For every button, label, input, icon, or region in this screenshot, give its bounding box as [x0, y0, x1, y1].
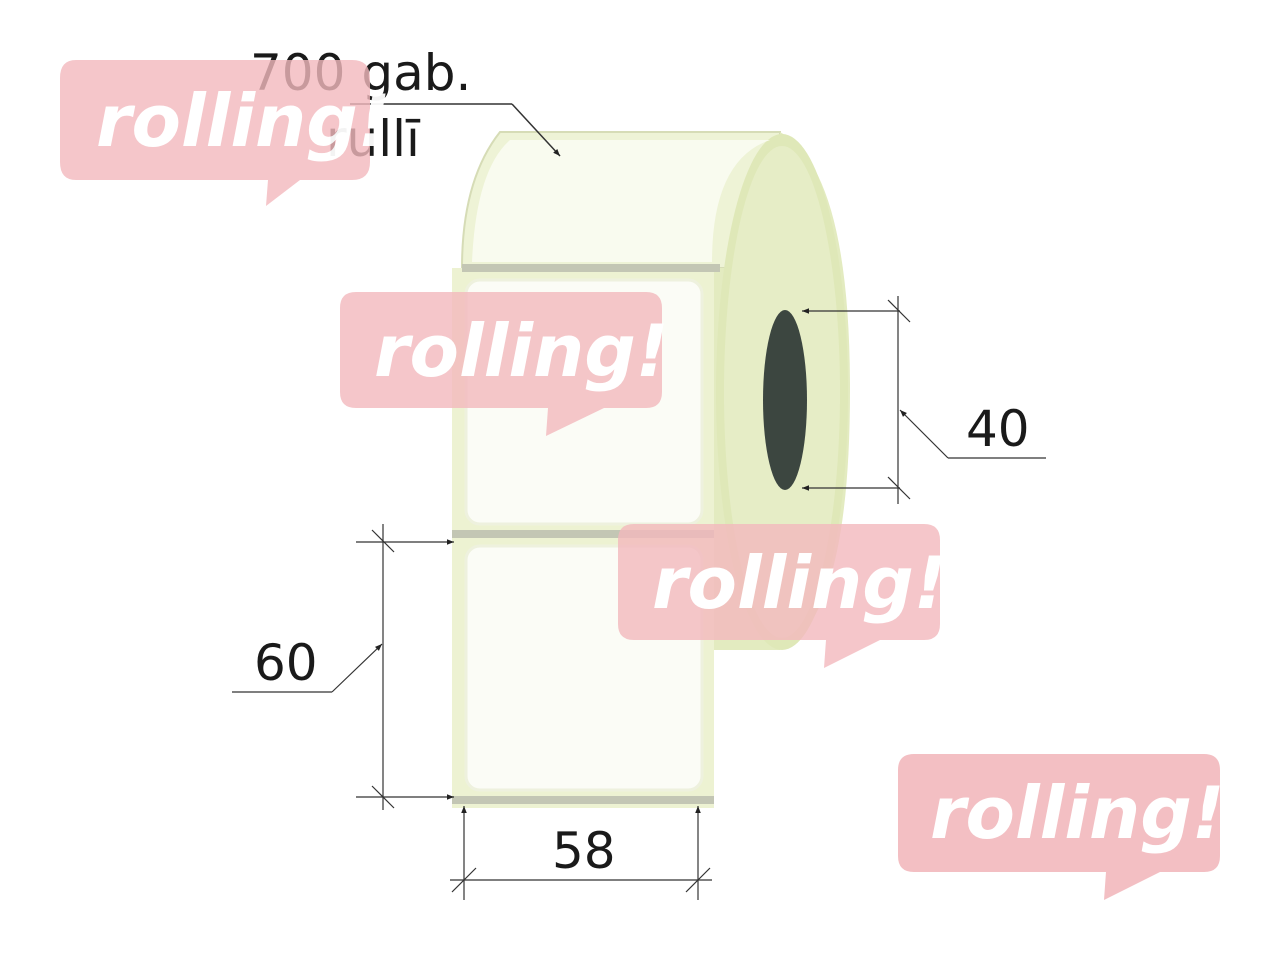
label-width-value: 58 [552, 822, 616, 880]
label-width-dimension: 58 [450, 806, 712, 900]
core-diameter-value: 40 [966, 400, 1030, 458]
watermark-text: rolling! [374, 309, 669, 393]
watermark-text: rolling! [930, 771, 1225, 855]
core-diameter-dimension: 40 [802, 296, 1046, 504]
watermark-text: rolling! [96, 79, 391, 163]
watermark-2: rolling! [340, 292, 669, 436]
label-roll [452, 131, 850, 808]
label-gap-2 [452, 530, 714, 538]
label-height-value: 60 [254, 634, 318, 692]
watermark-4: rolling! [898, 754, 1225, 900]
watermark-text: rolling! [652, 541, 947, 625]
label-height-dimension: 60 [232, 524, 454, 810]
watermark-1: rolling! [60, 60, 391, 206]
label-gap-1 [462, 264, 720, 272]
watermark-3: rolling! [618, 524, 947, 668]
roll-top-label [472, 140, 770, 262]
label-gap-3 [452, 796, 714, 804]
core-hole [763, 310, 807, 490]
